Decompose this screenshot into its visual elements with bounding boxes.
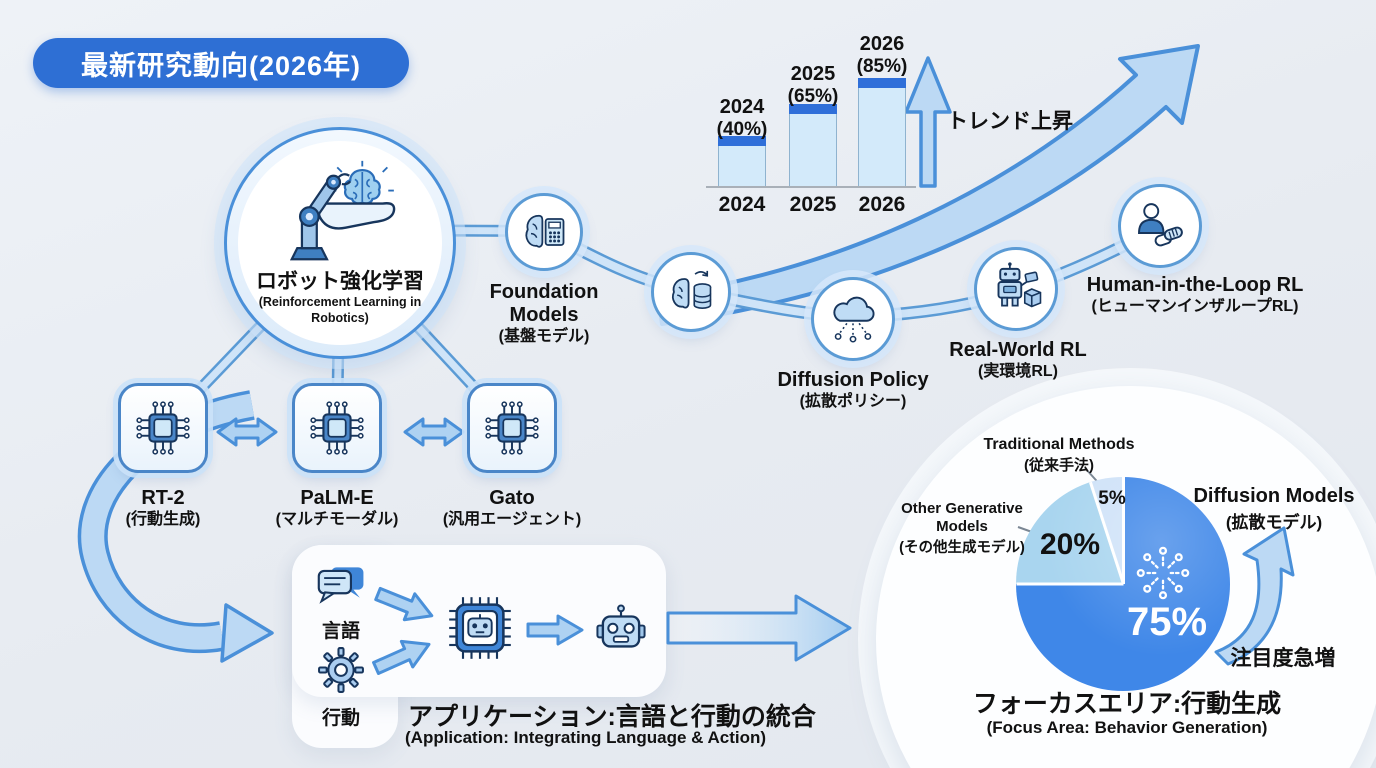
bar-2024: [718, 136, 766, 187]
node-real-world-rl: [974, 247, 1058, 331]
bar-2025: [789, 104, 837, 187]
label-palm-e: PaLM-E(マルチモーダル): [275, 487, 399, 528]
bar-label-2026: 2026(85%): [856, 33, 908, 77]
chip-palm-e: [292, 383, 382, 473]
node-data-cycle: [651, 252, 731, 332]
pie-label-traditional: Traditional Methods (従来手法): [983, 436, 1135, 474]
application-to-pie-arrow: [666, 594, 852, 662]
action-input-label: 行動: [321, 708, 360, 729]
label-hitl-rl: Human-in-the-Loop RL(ヒューマンインザループRL): [1086, 274, 1304, 315]
title-badge-label: 最新研究動向(2026年): [80, 50, 362, 81]
node-diffusion-policy: [811, 277, 895, 361]
application-subtitle: (Application: Integrating Language & Act…: [405, 728, 767, 747]
chip-robot-icon: [446, 594, 514, 662]
pie-label-diffusion: Diffusion Models (拡散モデル): [1193, 485, 1355, 532]
focus-area-subtitle: (Focus Area: Behavior Generation): [986, 718, 1268, 737]
focus-pie-chart: [1016, 477, 1230, 691]
hub-subtitle: (Reinforcement Learning in Robotics): [258, 295, 422, 325]
hub-title: ロボット強化学習: [256, 270, 424, 293]
hub-node: ロボット強化学習 (Reinforcement Learning in Robo…: [238, 141, 442, 345]
robot-arm-hand-brain-icon: [265, 159, 415, 263]
label-gato: Gato(汎用エージェント): [442, 487, 582, 528]
pie-value-diffusion: 75%: [1126, 600, 1208, 644]
label-foundation-models: Foundation Models(基盤モデル): [489, 281, 599, 345]
diffusion-sparkle-icon: [1134, 544, 1192, 602]
language-input-label: 言語: [321, 621, 360, 642]
speech-bubbles-icon: [313, 562, 371, 612]
chip-rt2: [118, 383, 208, 473]
diffusion-cloud-icon: [825, 291, 881, 347]
bar-label-2024: 2024(40%): [716, 96, 768, 140]
axis-label-2025: 2025: [789, 193, 837, 216]
bar-chart-axis: [706, 186, 916, 188]
cpu-chip-icon: [132, 397, 194, 459]
chip-gato: [467, 383, 557, 473]
cpu-chip-icon: [481, 397, 543, 459]
gear-icon: [314, 643, 368, 697]
label-real-world-rl: Real-World RL(実環境RL): [949, 339, 1087, 380]
title-badge: 最新研究動向(2026年): [33, 38, 409, 88]
pie-value-traditional: 5%: [1098, 488, 1126, 509]
label-diffusion-policy: Diffusion Policy(拡散ポリシー): [777, 369, 929, 410]
attention-surge-label: 注目度急増: [1230, 647, 1336, 670]
axis-label-2024: 2024: [718, 193, 766, 216]
focus-area-title: フォーカスエリア:行動生成: [972, 690, 1282, 718]
robot-box-icon: [988, 261, 1044, 317]
application-title: アプリケーション:言語と行動の統合: [408, 703, 816, 731]
cpu-chip-icon: [306, 397, 368, 459]
pie-label-other: Other Generative Models (その他生成モデル): [899, 500, 1025, 556]
node-hitl-rl: [1118, 184, 1202, 268]
brain-calculator-icon: [518, 206, 570, 258]
person-handshake-icon: [1132, 198, 1188, 254]
robot-head-icon: [592, 602, 650, 660]
label-rt2: RT-2(行動生成): [125, 487, 201, 528]
brain-database-cycle-icon: [665, 266, 717, 318]
bar-2026: [858, 78, 906, 187]
trend-rising-label: トレンド上昇: [947, 110, 1073, 133]
axis-label-2026: 2026: [858, 193, 906, 216]
pie-value-other: 20%: [1039, 528, 1101, 561]
bar-label-2025: 2025(65%): [787, 63, 839, 107]
node-foundation-models: [505, 193, 583, 271]
